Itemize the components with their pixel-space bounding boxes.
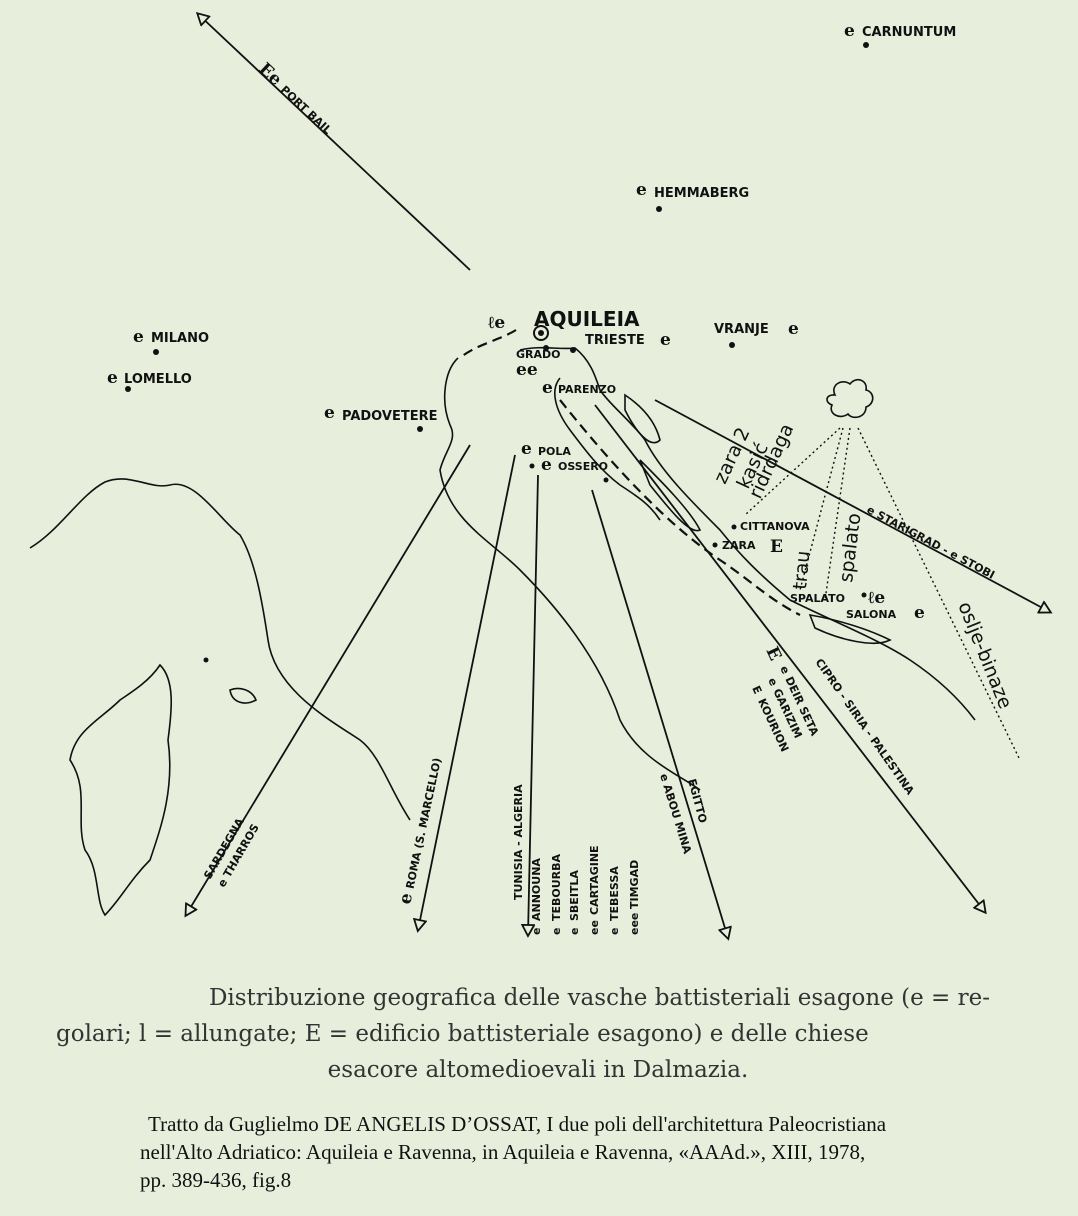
cipro-mark-1: E (761, 644, 785, 664)
source-line-3: pp. 389-436, fig.8 (140, 1168, 292, 1192)
spalato-mark: ℓe (868, 588, 885, 608)
zara-label: ZARA (722, 539, 756, 552)
caption-line-3: esacore altomedioevali in Dalmazia. (327, 1057, 749, 1083)
pola-mark: e (521, 439, 532, 459)
tebourba-mark: e (550, 928, 563, 935)
arrow-cipro (594, 404, 985, 912)
padovetere-mark: e (324, 403, 335, 423)
island-brac (808, 613, 892, 644)
ossero-label: OSSERO (558, 460, 608, 473)
source-line-1: Tratto da Guglielmo DE ANGELIS D’OSSAT, … (148, 1112, 887, 1136)
sbeitla-label: SBEITLA (568, 870, 581, 921)
grado-mark: ee (516, 360, 538, 380)
cipro-siria-palestina-label: CIPRO - SIRIA - PALESTINA (813, 656, 917, 797)
island-krk (624, 393, 661, 444)
grado-label: GRADO (516, 348, 561, 361)
source-line-2: nell'Alto Adriatico: Aquileia e Ravenna,… (140, 1140, 866, 1164)
pola-label: POLA (538, 445, 571, 458)
aquileia-symbol: ℓe (488, 313, 505, 333)
istria-west (554, 377, 661, 521)
arrow-egitto (591, 489, 728, 938)
egitto-label: EGITTO (685, 777, 709, 824)
early-coastline-dashed (459, 329, 517, 359)
parenzo-mark: e (542, 378, 553, 398)
milano-label: MILANO (151, 331, 209, 346)
tebessa-mark: e (608, 928, 621, 935)
port-bail-mark: Ee (255, 59, 286, 90)
carnuntum-label: CARNUNTUM (862, 25, 956, 40)
cartagine-label: CARTAGINE (588, 845, 601, 915)
hemmaberg-label: HEMMABERG (654, 186, 749, 201)
church-trau: trau (789, 550, 814, 591)
church-oslje-binaze: oslje-binaze (953, 599, 1016, 712)
roma-mark: e (395, 891, 417, 906)
milano-mark: e (133, 327, 144, 347)
salona-mark: e (914, 603, 925, 623)
arrow-tunisia (528, 474, 539, 935)
distribution-map: ℓe AQUILEIA e CARNUNTUM e HEMMABERG e MI… (29, 0, 1078, 970)
starigrad-stobi-label: e STARIGRAD - e STOBI (865, 503, 997, 582)
vranje-mark: e (788, 319, 799, 339)
dalmatia-group-cloud (826, 378, 874, 419)
arrow-starigrad (654, 399, 1050, 612)
aquileia-label: AQUILEIA (534, 307, 640, 331)
figure-caption: Distribuzione geografica delle vasche ba… (56, 980, 1020, 1088)
caption-line-1: Distribuzione geografica delle vasche ba… (208, 985, 990, 1011)
church-spalato: spalato (835, 512, 865, 584)
cartagine-mark: ee (588, 920, 601, 935)
arrow-sardegna (186, 444, 471, 915)
port-bail-label: PORT BAIL (278, 83, 334, 137)
timgad-label: TIMGAD (628, 860, 641, 909)
vranje-label: VRANJE (714, 322, 769, 337)
cittanova-label: CITTANOVA (740, 520, 810, 533)
dalmatian-coast-dashed (559, 399, 801, 616)
italy-coastline (29, 478, 411, 821)
tebessa-label: TEBESSA (608, 866, 621, 921)
lomello-mark: e (107, 368, 118, 388)
island-dot (203, 657, 209, 663)
source-citation: Tratto da Guglielmo DE ANGELIS D’OSSAT, … (140, 1110, 1070, 1194)
kourion-mark: E (749, 684, 764, 696)
island-elba (229, 687, 258, 704)
spalato-label: SPALATO (790, 592, 845, 605)
announa-label: ANNOUNA (530, 858, 543, 921)
corsica (69, 663, 173, 917)
zara-mark: E (770, 537, 783, 557)
padovetere-label: PADOVETERE (342, 409, 437, 424)
roma-label: ROMA (S. MARCELLO) (404, 757, 444, 890)
deir-seta-mark: e (777, 664, 792, 676)
carnuntum-mark: e (844, 21, 855, 41)
istria-coastline (519, 346, 976, 721)
garizim-mark: e (765, 676, 780, 688)
ossero-mark: e (541, 455, 552, 475)
salona-label: SALONA (846, 608, 897, 621)
adriatic-italian-coast (439, 357, 701, 791)
lomello-label: LOMELLO (124, 372, 192, 387)
tebourba-label: TEBOURBA (550, 853, 563, 921)
caption-line-2: golari; l = allungate; E = edificio batt… (56, 1021, 869, 1047)
sbeitla-mark: e (568, 928, 581, 935)
parenzo-label: PARENZO (558, 383, 616, 396)
hemmaberg-mark: e (636, 180, 647, 200)
arrow-port-bail (198, 14, 471, 271)
tunisia-algeria-label: TUNISIA - ALGERIA (512, 784, 525, 900)
arrow-roma (418, 454, 516, 930)
island-cres (639, 459, 702, 532)
announa-mark: e (530, 928, 543, 935)
trieste-mark: e (660, 330, 671, 350)
timgad-mark: eee (628, 913, 641, 935)
trieste-label: TRIESTE (585, 333, 645, 348)
